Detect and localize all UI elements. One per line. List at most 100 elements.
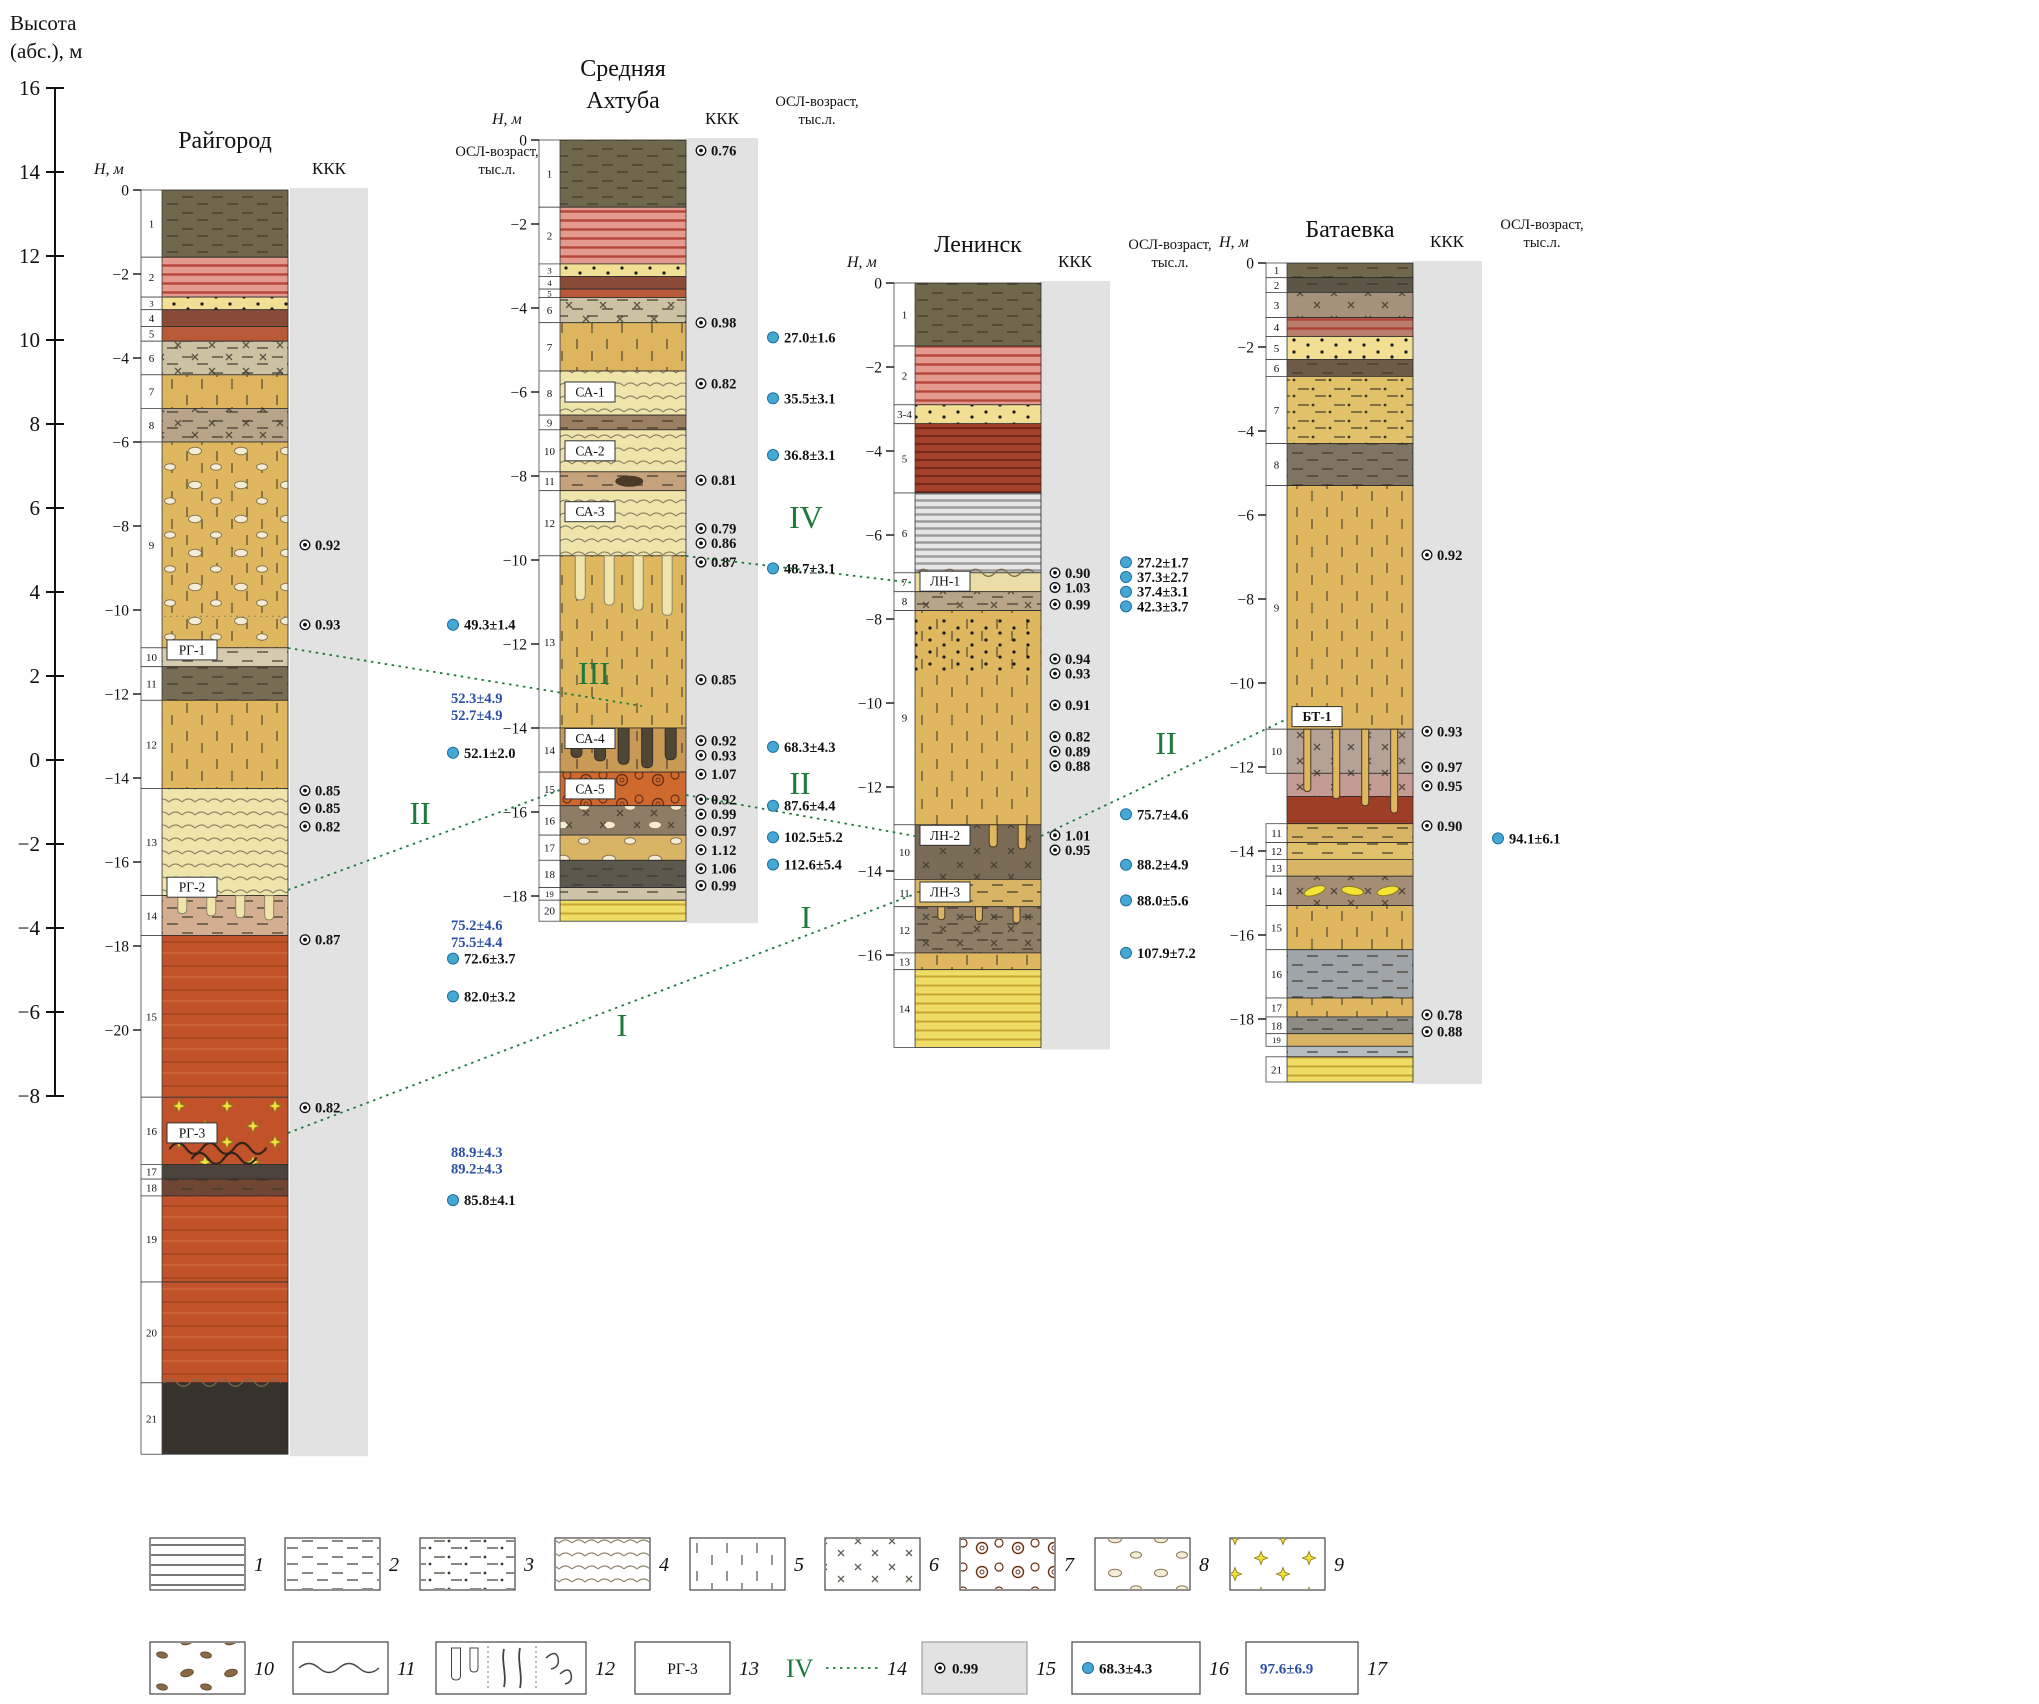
layer-number: 15	[1271, 923, 1283, 935]
layer-pattern	[915, 404, 1041, 424]
kkk-symbol-dot	[699, 541, 703, 546]
kkk-value: 0.86	[711, 536, 736, 552]
layer-pattern	[1287, 905, 1413, 950]
osl-age: 49.3±1.4	[464, 618, 515, 634]
legend-box	[1245, 1641, 1359, 1695]
wave-line	[298, 1662, 380, 1674]
layer-pattern	[162, 374, 288, 409]
scale-label: −14	[858, 864, 882, 881]
layer-number: 7	[149, 387, 155, 399]
layer-pattern	[560, 263, 686, 277]
kkk-value: 0.95	[1065, 843, 1090, 859]
layer-number: 16	[544, 815, 556, 827]
layer	[162, 1382, 288, 1455]
legend-number: 3	[523, 1554, 534, 1576]
layer-pattern	[560, 322, 686, 371]
axis-tick-label: 16	[19, 76, 40, 100]
kkk-symbol-dot	[699, 677, 703, 682]
axis-tick-label: −4	[18, 916, 41, 940]
scale-label: −10	[1230, 676, 1254, 693]
layer-pattern	[162, 1195, 288, 1282]
kkk-value: 0.99	[952, 1662, 978, 1678]
osl-dot	[1082, 1662, 1094, 1674]
osl-age-alt: 75.5±4.4	[451, 935, 502, 951]
legend-number: 4	[659, 1554, 669, 1576]
osl-age-alt: 89.2±4.3	[451, 1162, 502, 1178]
legend-pattern	[286, 1539, 379, 1589]
axis-tick-label: −2	[18, 832, 40, 856]
kkk-value: 0.93	[1437, 724, 1462, 740]
osl-age-alt: 97.6±6.9	[1260, 1662, 1313, 1678]
kkk-value: 0.93	[711, 748, 736, 764]
kkk-value: 1.06	[711, 862, 736, 878]
osl-dot	[1120, 585, 1132, 598]
layer-number: 15	[146, 1011, 158, 1023]
layer-number: 2	[547, 231, 553, 243]
kkk-symbol-dot	[303, 824, 307, 829]
kkk-value: 0.78	[1437, 1008, 1462, 1024]
layer-number: 10	[1271, 746, 1283, 758]
layer-number: 11	[146, 678, 157, 690]
layer-number: 9	[547, 417, 552, 429]
kkk-value: 0.93	[315, 618, 340, 634]
layer	[560, 289, 686, 298]
crack-tongue	[1303, 728, 1312, 792]
crack-tongue	[574, 555, 586, 601]
kkk-value: 0.85	[315, 801, 340, 817]
sample-label: РГ-2	[179, 880, 206, 895]
layer-pattern	[560, 900, 686, 922]
kkk-symbol-dot	[699, 478, 703, 483]
layer-number: 15	[544, 784, 556, 796]
layer-number: 17	[544, 843, 556, 855]
correlation-I: II	[287, 893, 916, 1134]
kkk-value: 0.85	[711, 673, 736, 689]
kkk-value: 0.82	[711, 377, 736, 393]
scale-label: −2	[113, 267, 130, 284]
legend-item-8: 8	[1094, 1537, 1209, 1591]
layer-number: 6	[902, 528, 908, 540]
layer-number: 18	[544, 869, 556, 881]
scale-label: −12	[858, 780, 882, 797]
layer-number: 10	[146, 652, 158, 664]
scale-label: −18	[1230, 1012, 1254, 1029]
column-title: Райгород	[178, 128, 272, 154]
osl-header: ОСЛ-возраст,	[775, 94, 858, 110]
crack-tongue	[664, 727, 677, 761]
kkk-symbol-dot	[1053, 671, 1057, 676]
layer-pattern	[560, 805, 686, 836]
osl-age-alt: 88.9±4.3	[451, 1145, 502, 1161]
kkk-symbol-dot	[699, 772, 703, 777]
column-title: Батаевка	[1305, 217, 1395, 243]
scale-label: −14	[503, 721, 527, 738]
sample-box	[919, 570, 971, 592]
layer-number: 5	[149, 329, 154, 341]
layer-pattern	[915, 423, 1041, 493]
scale-label: −10	[105, 603, 129, 620]
layer-number: 6	[149, 353, 155, 365]
osl-age: 88.2±4.9	[1137, 858, 1188, 874]
legend-number: 14	[887, 1658, 907, 1680]
kkk-value: 0.97	[711, 824, 736, 840]
layer-pattern	[162, 190, 288, 258]
layer	[162, 1164, 288, 1180]
legend-item-1: 1	[149, 1537, 264, 1591]
convolution-squiggle	[190, 1151, 258, 1165]
sample-label: СА-1	[575, 385, 604, 400]
sample-box	[166, 1122, 218, 1144]
layer-number-cell	[1265, 728, 1288, 774]
layer-number: 8	[902, 596, 908, 608]
layer-number: 1	[1274, 265, 1279, 277]
layer-number: 17	[146, 1167, 157, 1179]
crack-tongue	[264, 895, 275, 921]
kkk-value: 1.01	[1065, 828, 1090, 844]
scale-label: −2	[866, 360, 883, 377]
layer-number: 18	[146, 1182, 158, 1194]
legend-pattern	[421, 1539, 514, 1589]
layer-pattern	[560, 490, 686, 556]
legend-number: 11	[397, 1658, 416, 1680]
kkk-value: 0.92	[315, 538, 340, 554]
osl-age: 68.3±4.3	[784, 740, 835, 756]
legend-pattern	[961, 1539, 1054, 1589]
